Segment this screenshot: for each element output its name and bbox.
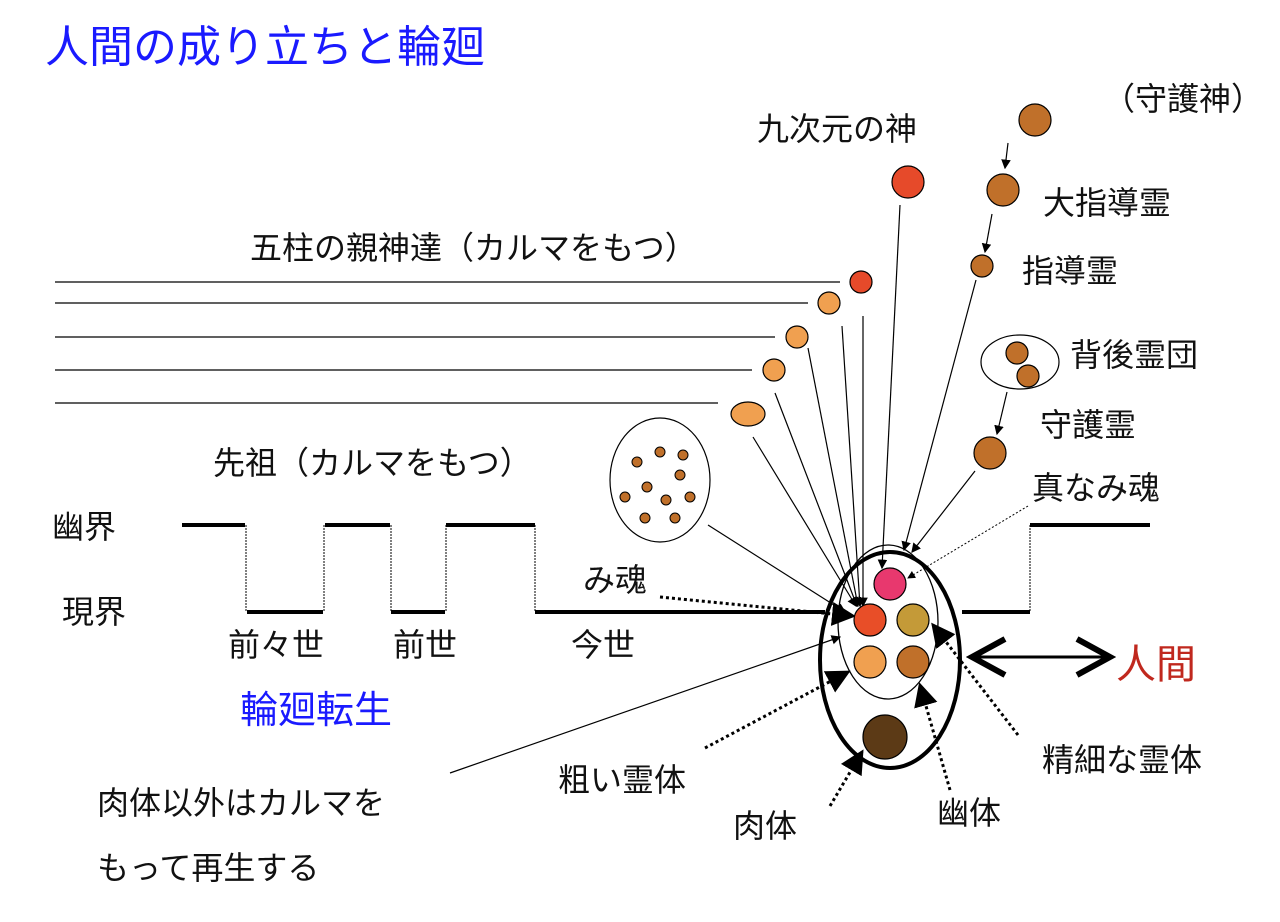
true-soul bbox=[873, 567, 907, 601]
guardian-spirit-soul bbox=[973, 436, 1007, 470]
ninth-dimension-god-soul bbox=[891, 165, 925, 199]
label-physical-body: 肉体 bbox=[733, 807, 797, 845]
label-coarse-spirit-body: 粗い霊体 bbox=[558, 761, 686, 799]
true-soul-pointer bbox=[907, 505, 1029, 579]
human-body-structure bbox=[818, 544, 962, 770]
label-astral-world: 幽界 bbox=[52, 508, 116, 546]
soul-connection-lines bbox=[449, 142, 1011, 774]
parent-god-souls bbox=[730, 270, 873, 427]
label-fine-spirit-body: 精細な霊体 bbox=[1042, 741, 1202, 779]
parent-god-soul bbox=[817, 291, 841, 315]
label-karma-note-2: もって再生する bbox=[97, 849, 319, 887]
spirit-group-soul bbox=[1005, 341, 1029, 365]
label-astral-body: 幽体 bbox=[937, 794, 1001, 832]
mitama-soul bbox=[853, 603, 887, 637]
label-physical-world: 現界 bbox=[62, 593, 126, 631]
label-guardian-spirit: 守護霊 bbox=[1040, 406, 1136, 444]
body-pointers bbox=[659, 595, 1020, 807]
label-ninth-dimension-god: 九次元の神 bbox=[757, 110, 917, 148]
label-guardian-god: （守護神） bbox=[1103, 80, 1263, 118]
label-ancestors: 先祖（カルマをもつ） bbox=[213, 444, 532, 482]
physical-body bbox=[862, 714, 908, 760]
guide-soul bbox=[970, 254, 994, 278]
reincarnation-timeline bbox=[182, 523, 1150, 614]
guardian-god-soul bbox=[1018, 103, 1052, 137]
label-true-soul: 真なみ魂 bbox=[1032, 469, 1160, 507]
label-guide: 指導霊 bbox=[1022, 252, 1118, 290]
spirit-group-soul bbox=[1016, 364, 1040, 388]
label-five-parent-gods: 五柱の親神達（カルマをもつ） bbox=[250, 229, 697, 267]
label-great-guide: 大指導霊 bbox=[1043, 184, 1171, 222]
diagram-title: 人間の成り立ちと輪廻 bbox=[45, 22, 485, 73]
great-guide-soul bbox=[986, 173, 1020, 207]
label-spirit-group: 背後霊団 bbox=[1070, 336, 1198, 374]
label-karma-note-1: 肉体以外はカルマを bbox=[97, 784, 385, 822]
parent-god-soul bbox=[849, 270, 873, 294]
label-human: 人間 bbox=[1116, 642, 1196, 688]
parent-god-soul bbox=[762, 358, 786, 382]
parent-god-levels bbox=[55, 281, 840, 404]
parent-god-soul bbox=[730, 401, 766, 427]
fine-spirit-body bbox=[896, 603, 930, 637]
astral-body bbox=[896, 645, 930, 679]
label-mitama: み魂 bbox=[583, 561, 647, 599]
label-reincarnation: 輪廻転生 bbox=[240, 688, 392, 732]
coarse-spirit-body bbox=[853, 645, 887, 679]
parent-god-soul bbox=[785, 325, 809, 349]
label-previous-life: 前世 bbox=[393, 626, 457, 664]
label-life-before-last: 前々世 bbox=[228, 626, 324, 664]
ancestors-group bbox=[609, 417, 711, 543]
label-this-life: 今世 bbox=[571, 626, 635, 664]
